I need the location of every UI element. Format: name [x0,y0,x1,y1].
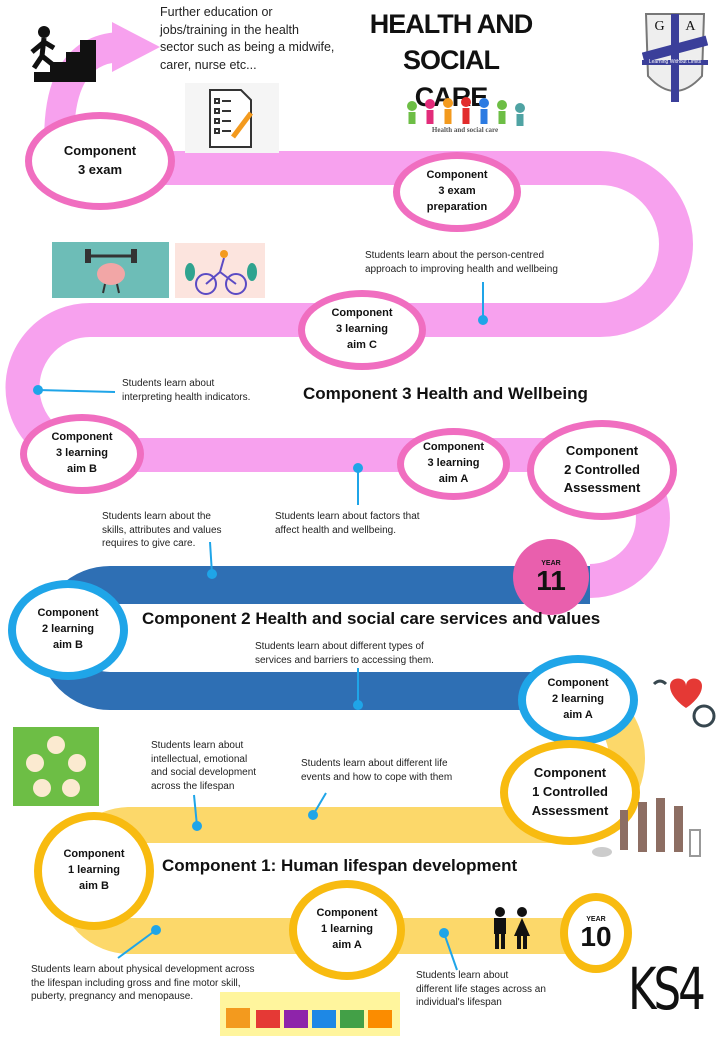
year-number: 11 [536,564,566,596]
development-train-image [220,992,400,1036]
checklist-image [185,83,279,153]
pink-road-main [5,151,693,598]
milestone-component-2-aim-b: Component 2 learning aim B [8,580,128,680]
health-social-care-banner: Health and social care [395,90,535,140]
stairs-climber-icon [24,20,96,82]
ageing-people-image [590,790,705,860]
note-intellectual: Students learn about intellectual, emoti… [151,740,257,792]
blood-pressure-heart-icon [650,672,718,730]
milestone-component-1-controlled-assessment: Component 1 Controlled Assessment [500,740,640,845]
future-text: Further education or jobs/training in th… [160,5,335,72]
note-health-indicators: Students learn about interpreting health… [122,378,251,403]
banner-caption: Health and social care [431,126,499,134]
cyclist-image [175,243,265,298]
year-label: YEAR [586,915,606,923]
note-life-stages: Students learn about different life stag… [416,970,546,1008]
school-logo: G A Learning Without Limits [642,6,708,110]
heading-component-2: Component 2 Health and social care servi… [142,609,601,628]
milestone-component-3-aim-a: Component 3 learning aim A [397,428,510,500]
heading-component-3: Component 3 Health and Wellbeing [303,384,588,403]
callout-pointers [33,282,488,971]
milestone-component-3-exam-preparation: Component 3 exam preparation [393,152,521,232]
note-services: Students learn about different types of … [255,641,434,666]
milestone-component-2-controlled-assessment: Component 2 Controlled Assessment [527,420,677,520]
life-events-icons-image [13,727,99,806]
milestone-component-1-aim-b: Component 1 learning aim B [34,812,154,930]
year-10-badge: YEAR 10 [560,893,632,973]
ks4-label: KS4 [628,955,706,1023]
note-person-centred: Students learn about the person-centred … [365,250,558,275]
note-life-events: Students learn about different life even… [301,758,453,783]
note-factors: Students learn about factors that affect… [275,511,420,536]
milestone-component-3-aim-b: Component 3 learning aim B [20,414,144,494]
milestone-component-2-aim-a: Component 2 learning aim A [518,655,638,745]
note-physical: Students learn about physical developmen… [31,964,255,1002]
year-label: YEAR [541,559,561,567]
milestone-component-3-exam: Component 3 exam [25,112,175,210]
year-11-badge: YEAR 11 [513,539,589,615]
logo-motto: Learning Without Limits [642,60,708,65]
blue-road [38,566,590,710]
title-line-2: SOCIAL CARE [402,45,500,112]
logo-letters: G A [654,19,696,34]
arrow-head [112,22,160,72]
heading-component-1: Component 1: Human lifespan development [162,856,518,875]
title: HEALTH AND SOCIAL CARE [366,6,536,115]
boy-girl-icon [488,906,536,950]
title-line-1: HEALTH AND [369,9,533,39]
note-skills: Students learn about the skills, attribu… [102,511,222,549]
brain-weightlifting-image [52,242,169,298]
year-number: 10 [580,920,612,952]
milestone-component-1-aim-a: Component 1 learning aim A [289,880,405,980]
milestone-component-3-aim-c: Component 3 learning aim C [298,290,426,370]
